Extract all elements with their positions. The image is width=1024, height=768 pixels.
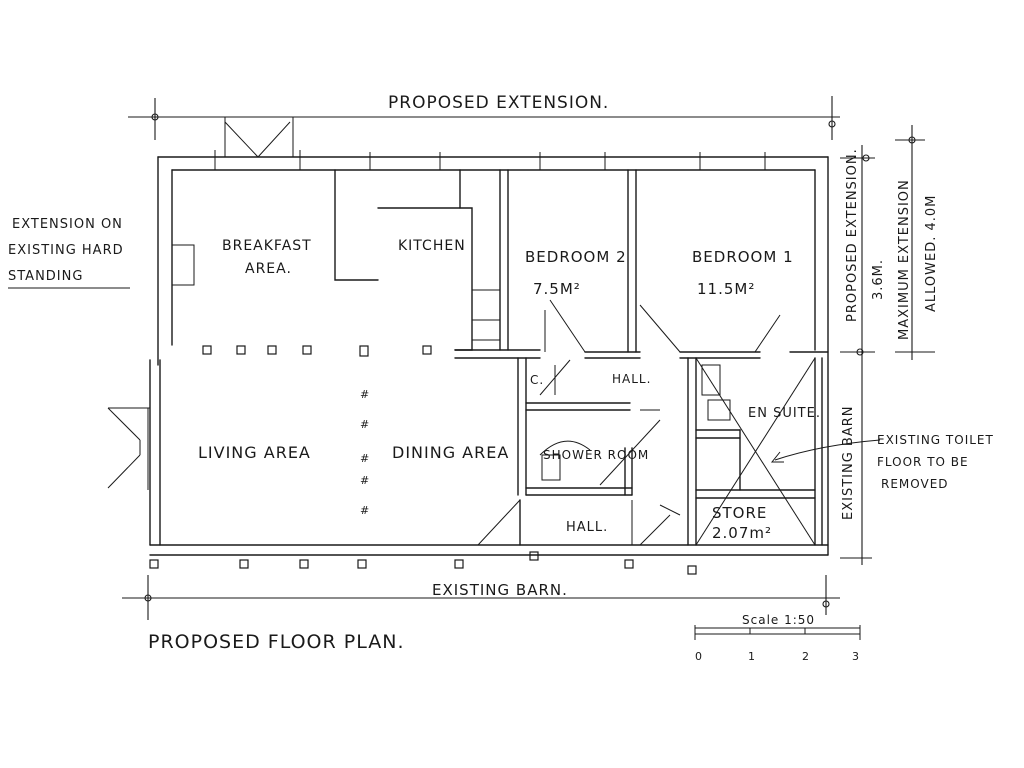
right-label-dimension: 3.6M. — [871, 259, 886, 300]
svg-text:#: # — [360, 504, 370, 517]
room-bedroom-1: BEDROOM 1 — [692, 248, 794, 266]
scale-tick-0: 0 — [695, 650, 703, 663]
right-label-existing-barn: EXISTING BARN — [841, 406, 856, 520]
note-removed: REMOVED — [881, 477, 949, 491]
note-arrowhead — [770, 451, 784, 463]
right-label-allowed: ALLOWED. 4.0M — [924, 195, 939, 312]
scale-tick-1: 1 — [748, 650, 756, 663]
note-leader — [774, 439, 881, 461]
room-bedroom-1-area: 11.5M² — [697, 280, 755, 298]
room-hall-lower: HALL. — [566, 520, 608, 535]
room-dining-area: DINING AREA — [392, 443, 509, 462]
room-cupboard: C. — [530, 373, 544, 387]
svg-text:#: # — [360, 418, 370, 431]
label-proposed-extension-top: PROPOSED EXTENSION. — [388, 93, 609, 113]
scale-label: Scale 1:50 — [742, 613, 815, 627]
window-ticks — [214, 150, 766, 170]
room-bedroom-2: BEDROOM 2 — [525, 248, 627, 266]
breakfast-window — [171, 244, 195, 286]
note-existing-toilet: EXISTING TOILET — [877, 433, 994, 447]
svg-text:#: # — [360, 452, 370, 465]
svg-text:#: # — [360, 388, 370, 401]
room-living-area: LIVING AREA — [198, 443, 311, 462]
scale-tick-3: 3 — [852, 650, 860, 663]
left-note-line-3: STANDING — [8, 269, 83, 284]
room-ensuite: EN SUITE. — [748, 406, 821, 421]
left-note-line-1: EXTENSION ON — [12, 217, 123, 232]
dimension-lines — [122, 96, 935, 620]
window-bay — [224, 117, 294, 158]
room-breakfast-line-2: AREA. — [245, 261, 292, 277]
side-door — [107, 407, 150, 490]
drawing-title: PROPOSED FLOOR PLAN. — [148, 631, 404, 653]
note-floor-to-be: FLOOR TO BE — [877, 455, 969, 469]
structural-posts: # # # # # — [149, 345, 697, 575]
scale-bar — [694, 625, 861, 640]
label-existing-barn-bottom: EXISTING BARN. — [432, 581, 568, 599]
room-hall-upper: HALL. — [612, 372, 651, 386]
right-label-maximum-extension: MAXIMUM EXTENSION — [897, 179, 912, 340]
svg-text:#: # — [360, 474, 370, 487]
outer-walls — [149, 156, 829, 556]
left-note-line-2: EXISTING HARD — [8, 243, 124, 258]
room-shower-room: SHOWER ROOM — [543, 448, 649, 462]
room-bedroom-2-area: 7.5M² — [533, 280, 581, 298]
internal-walls — [334, 169, 829, 546]
room-store-area: 2.07m² — [712, 524, 772, 542]
room-store: STORE — [712, 504, 767, 522]
right-label-proposed-extension: PROPOSED EXTENSION. — [845, 148, 860, 322]
scale-tick-2: 2 — [802, 650, 810, 663]
room-breakfast-line-1: BREAKFAST — [222, 238, 312, 254]
room-kitchen: KITCHEN — [398, 238, 466, 254]
